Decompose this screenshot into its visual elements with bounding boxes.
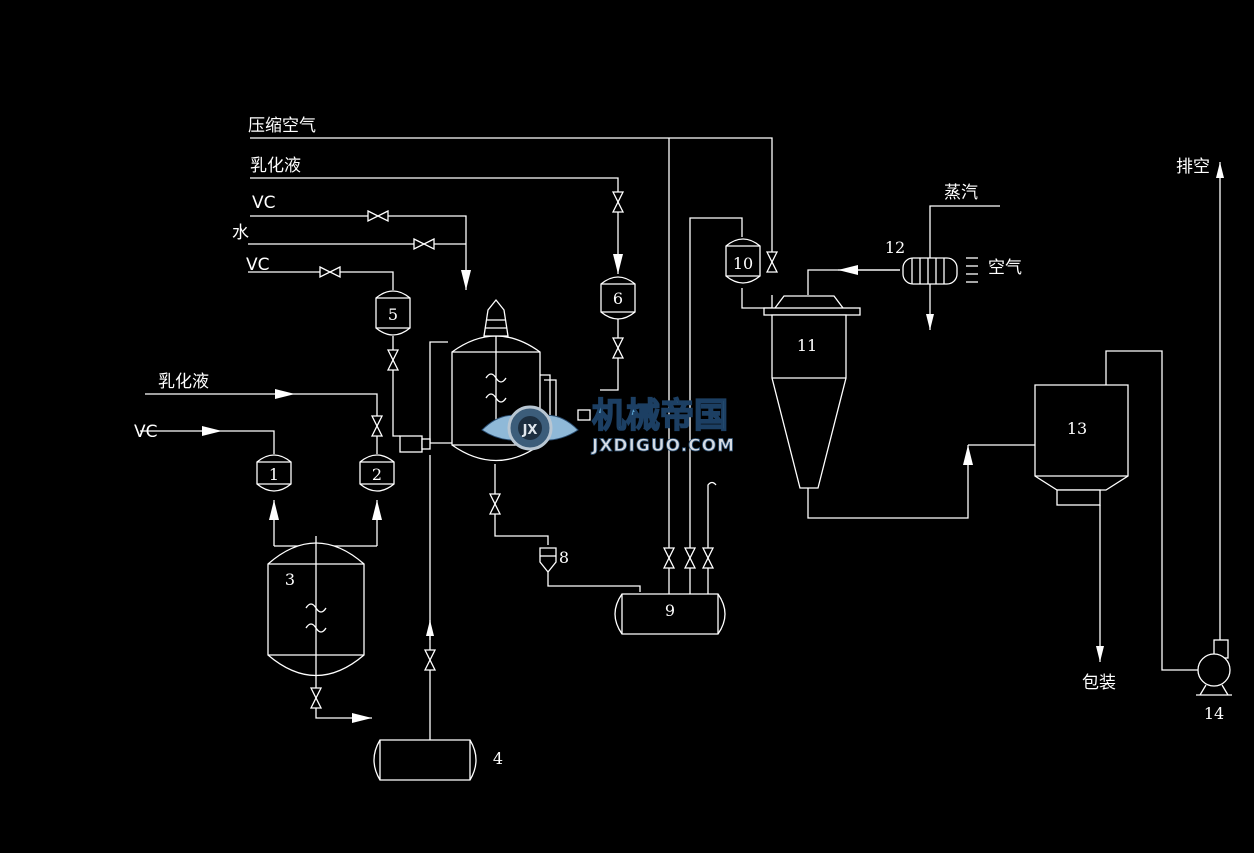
gate-valve-icon <box>611 191 625 213</box>
vessel-10: 10 <box>725 238 761 284</box>
vessel-10-label: 10 <box>733 254 753 273</box>
emulsion-top-label: 乳化液 <box>250 156 301 176</box>
heater-12: 12 <box>885 238 978 285</box>
steam-label: 蒸汽 <box>944 183 978 203</box>
gate-valve-icon <box>683 547 697 569</box>
gate-valve-icon <box>309 687 323 709</box>
vc-left-label: VC <box>134 422 158 442</box>
vessel-6-label: 6 <box>613 289 623 308</box>
tank-9: 9 <box>614 593 726 635</box>
gate-valve-icon <box>319 265 341 279</box>
air-label: 空气 <box>988 258 1022 278</box>
vc-top-label: VC <box>252 193 276 213</box>
vc-mid-label: VC <box>246 255 270 275</box>
packaging-label: 包装 <box>1082 673 1116 693</box>
heater-12-label: 12 <box>885 238 905 257</box>
watermark: JX 机械帝国 JXDIGUO.COM <box>481 395 735 456</box>
vessel-1: 1 <box>256 454 292 492</box>
gate-valve-icon <box>423 649 437 671</box>
watermark-cn: 机械帝国 <box>592 396 728 436</box>
watermark-en: JXDIGUO.COM <box>591 436 735 456</box>
tank-9-label: 9 <box>665 601 675 620</box>
fan-14: 14 <box>1196 639 1232 723</box>
collector-13: 13 <box>1034 384 1129 506</box>
gate-valve-icon <box>701 547 715 569</box>
water-label: 水 <box>232 223 249 243</box>
tank-3: 3 <box>267 536 365 676</box>
gate-valve-icon <box>662 547 676 569</box>
exhaust-label: 排空 <box>1176 157 1210 177</box>
gate-valve-icon <box>386 349 400 371</box>
emulsion-left-label: 乳化液 <box>158 372 209 392</box>
vessel-2-label: 2 <box>372 465 382 484</box>
tank-4-label: 4 <box>493 749 503 768</box>
tank-4: 4 <box>373 739 503 781</box>
vessel-1-label: 1 <box>269 465 279 484</box>
filter-8: 8 <box>539 547 569 574</box>
fan-14-label: 14 <box>1204 704 1224 723</box>
watermark-emblem: JX <box>522 423 538 438</box>
gate-valve-icon <box>611 337 625 359</box>
pipes <box>140 137 1224 740</box>
gate-valve-icon <box>370 415 384 437</box>
tank-3-label: 3 <box>285 570 295 589</box>
vessel-5-label: 5 <box>388 305 398 324</box>
spray-dryer-11: 11 <box>763 295 861 489</box>
vessel-2: 2 <box>359 454 395 492</box>
vessel-5: 5 <box>375 290 411 336</box>
gate-valve-icon <box>413 237 435 251</box>
gate-valve-icon <box>488 493 502 515</box>
collector-13-label: 13 <box>1067 419 1087 438</box>
gate-valve-icon <box>765 251 779 273</box>
vessel-6: 6 <box>600 276 636 320</box>
filter-8-label: 8 <box>559 548 569 567</box>
compressed-air-label: 压缩空气 <box>248 116 316 136</box>
gate-valve-icon <box>367 209 389 223</box>
valves <box>309 191 779 709</box>
dryer-11-label: 11 <box>797 336 817 355</box>
